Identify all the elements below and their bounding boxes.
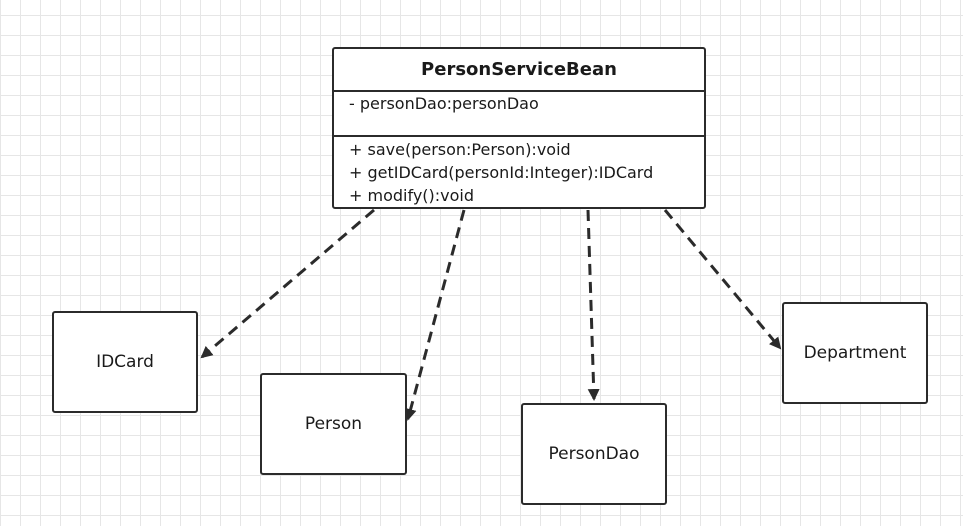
dependency-arrow-person [404, 209, 466, 421]
class-methods: + save(person:Person):void + getIDCard(p… [334, 137, 704, 207]
class-label: PersonDao [548, 444, 640, 464]
attribute-item: - personDao:personDao [349, 94, 539, 114]
class-attributes: - personDao:personDao [334, 92, 704, 137]
class-name: PersonServiceBean [334, 49, 704, 93]
method-item: + getIDCard(personId:Integer):IDCard [349, 163, 654, 182]
dependency-arrow-department [663, 209, 782, 350]
class-label: Department [803, 343, 907, 363]
class-label: Person [304, 414, 363, 434]
class-person[interactable]: Person [260, 373, 407, 475]
class-idcard[interactable]: IDCard [52, 311, 198, 413]
dependency-arrow-idcard [200, 208, 375, 359]
class-persondao[interactable]: PersonDao [521, 403, 667, 505]
class-department[interactable]: Department [782, 302, 928, 404]
class-label: IDCard [96, 352, 154, 372]
class-person-service-bean[interactable]: PersonServiceBean - personDao:personDao … [332, 47, 706, 209]
dependency-arrow-persondao [586, 209, 600, 401]
method-item: + modify():void [349, 186, 475, 205]
method-item: + save(person:Person):void [349, 140, 571, 159]
